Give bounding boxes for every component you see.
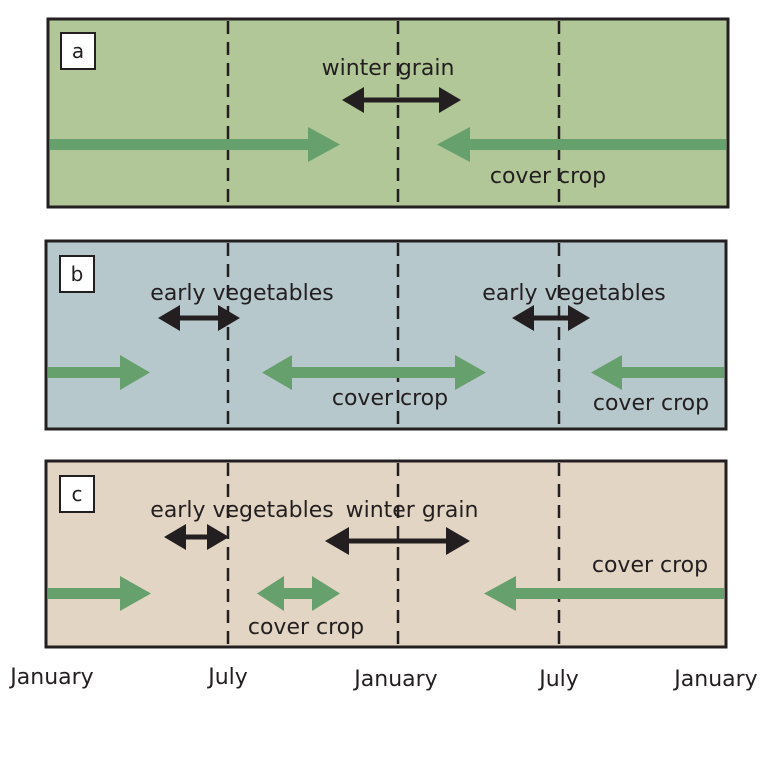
early-vegetables-label-1: early vegetables bbox=[150, 281, 333, 306]
panel-c-background bbox=[44, 459, 728, 649]
cover-crop-arrow-end bbox=[591, 355, 724, 390]
axis-label-january-3: January bbox=[672, 667, 757, 692]
panel-c: c early vegetables winter grain bbox=[44, 459, 728, 649]
winter-grain-arrow bbox=[342, 87, 461, 113]
cover-crop-arrow-start bbox=[48, 576, 151, 611]
winter-grain-label: winter grain bbox=[346, 498, 479, 523]
axis-label-january-2: January bbox=[352, 667, 437, 692]
winter-grain-arrow bbox=[325, 527, 470, 555]
panel-a-dividers bbox=[226, 21, 561, 205]
panel-b-letter-box bbox=[59, 255, 95, 293]
panel-b-dividers bbox=[226, 243, 561, 427]
cover-crop-arrow-start bbox=[48, 355, 150, 390]
early-vegetables-arrow-2 bbox=[512, 305, 590, 331]
cover-crop-label-1: cover crop bbox=[332, 386, 448, 411]
panel-b-background bbox=[44, 239, 728, 431]
cover-crop-arrow-right bbox=[50, 127, 340, 162]
axis-label-july-1: July bbox=[206, 665, 248, 690]
axis-label-july-2: July bbox=[537, 667, 579, 692]
panel-a: a winter grain cover crop bbox=[46, 17, 730, 209]
early-vegetables-arrow-1 bbox=[158, 305, 240, 331]
cover-crop-arrow-double bbox=[257, 576, 340, 611]
axis-label-january-1: January bbox=[8, 665, 93, 690]
panel-b-letter: b bbox=[71, 262, 84, 286]
early-vegetables-label-2: early vegetables bbox=[482, 281, 665, 306]
panel-a-letter: a bbox=[72, 39, 84, 63]
panel-c-dividers bbox=[226, 463, 561, 645]
early-vegetables-arrow bbox=[164, 524, 229, 550]
cover-crop-label-double: cover crop bbox=[248, 615, 364, 640]
cover-crop-label-2: cover crop bbox=[593, 391, 709, 416]
panel-a-background bbox=[46, 17, 730, 209]
panel-c-letter-box bbox=[59, 475, 95, 513]
cover-crop-arrow-double bbox=[262, 355, 486, 390]
panel-a-letter-box bbox=[60, 32, 96, 70]
panel-b: b early vegetables early vegetables bbox=[44, 239, 728, 431]
timeline-axis: January July January July January bbox=[8, 665, 757, 692]
cover-crop-label-end: cover crop bbox=[592, 553, 708, 578]
cover-crop-arrow-left bbox=[437, 127, 726, 162]
cover-crop-label: cover crop bbox=[490, 164, 606, 189]
early-vegetables-label: early vegetables bbox=[150, 498, 333, 523]
panel-c-letter: c bbox=[72, 482, 83, 506]
cover-crop-arrow-end bbox=[484, 576, 724, 611]
winter-grain-label: winter grain bbox=[322, 56, 455, 81]
